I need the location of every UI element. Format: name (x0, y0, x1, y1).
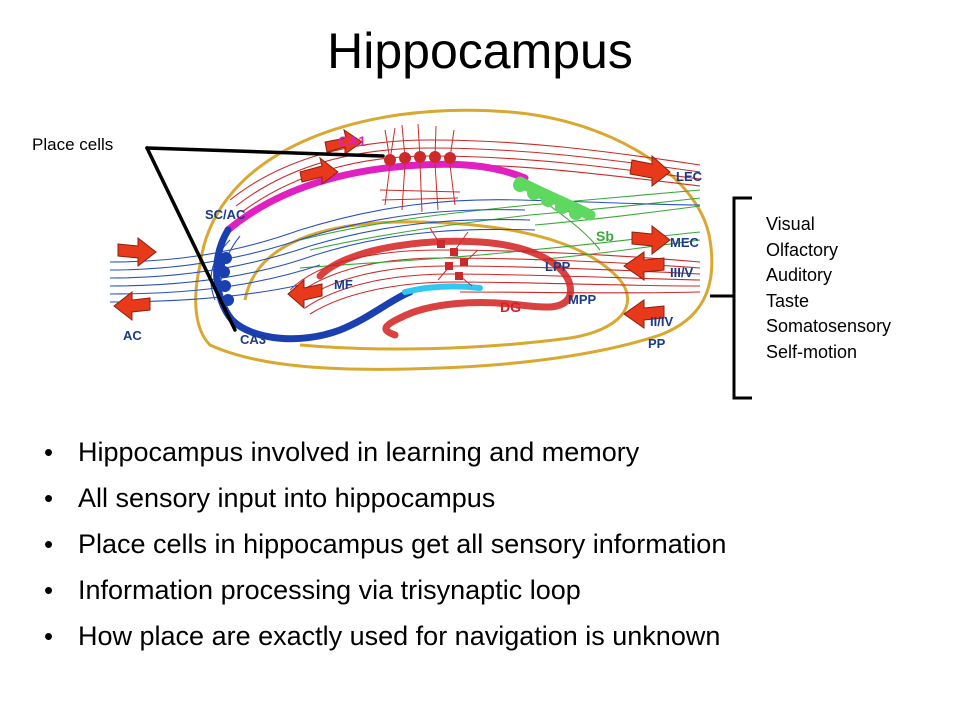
label-sb: Sb (596, 228, 614, 244)
arrow-ac-out (113, 290, 151, 322)
arrow-mec-out (631, 224, 671, 256)
subiculum-cells (513, 178, 583, 220)
arrow-lec-out (629, 154, 671, 188)
label-dg: DG (500, 299, 521, 315)
bullet-item: Place cells in hippocampus get all senso… (40, 524, 726, 570)
bullet-item: All sensory input into hippocampus (40, 478, 726, 524)
ca3-cells (215, 252, 234, 306)
label-iii-v: III/V (670, 265, 693, 280)
dg-granule-layer (316, 237, 574, 339)
slide-title: Hippocampus (327, 23, 633, 79)
label-ca3: CA3 (240, 332, 266, 347)
label-pp: PP (648, 336, 666, 351)
arrow-sc-ac-in (299, 156, 339, 185)
place-cells-callout (145, 146, 385, 332)
dg-light-segment (402, 283, 483, 295)
label-lec: LEC (676, 169, 703, 184)
arrow-iii-v-in (623, 251, 665, 281)
arrow-mf (287, 278, 323, 310)
arrows (113, 128, 671, 329)
place-cells-label: Place cells (32, 135, 114, 154)
label-ac: AC (123, 328, 142, 343)
label-sc-ac: SC/AC (205, 207, 246, 222)
ca3-layer (213, 226, 414, 343)
label-ca1: CA1 (338, 133, 366, 149)
bullet-item: Hippocampus involved in learning and mem… (40, 432, 726, 478)
ca1-layer (224, 160, 529, 234)
arrow-left-in (117, 236, 157, 268)
label-mec: MEC (670, 235, 700, 250)
bullet-list: Hippocampus involved in learning and mem… (40, 432, 726, 662)
dg-dendrites (429, 227, 479, 287)
label-ii-iv: II/IV (650, 314, 673, 329)
label-lpp: LPP (545, 259, 571, 274)
sensory-input-list: Visual Olfactory Auditory Taste Somatose… (766, 212, 891, 365)
dentate-outline (243, 220, 630, 351)
sense-item: Somatosensory (766, 316, 892, 336)
arrow-ca1-in (324, 128, 363, 155)
dg-cells (437, 240, 468, 280)
sensory-bracket (710, 196, 752, 400)
arrow-ii-iv-in (623, 299, 665, 329)
bullet-item: Information processing via trisynaptic l… (40, 570, 726, 616)
sense-item: Self-motion (766, 341, 858, 362)
bullet-item: How place are exactly used for navigatio… (40, 616, 726, 662)
label-mf: MF (334, 277, 353, 292)
sense-item: Visual (766, 214, 815, 234)
label-mpp: MPP (568, 292, 597, 307)
sense-item: Olfactory (766, 239, 839, 260)
sense-item: Taste (766, 290, 810, 311)
ca1-place-cells (379, 123, 461, 213)
sense-item: Auditory (766, 265, 833, 285)
